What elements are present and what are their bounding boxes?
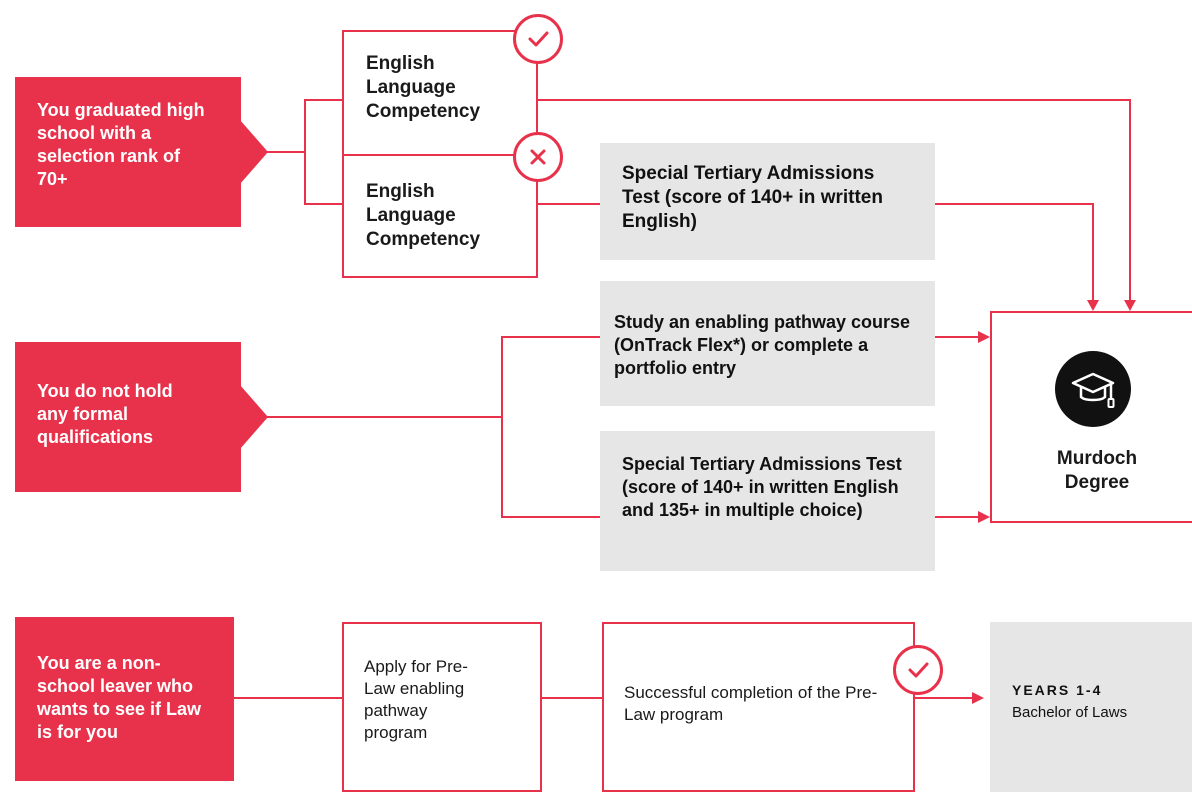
check-icon	[893, 645, 943, 695]
cross-icon	[513, 132, 563, 182]
complete-prelaw-label: Successful completion of the Pre-Law pro…	[624, 683, 878, 724]
stat-full-box: Special Tertiary Admissions Test (score …	[600, 431, 935, 571]
elc-pass-label: English Language Competency	[366, 53, 481, 122]
apply-prelaw-label: Apply for Pre-Law enabling pathway progr…	[364, 657, 468, 742]
elc-fail-label: English Language Competency	[366, 181, 481, 250]
row-no-quals-text: You do not hold any formal qualification…	[37, 381, 173, 447]
stat-written-box: Special Tertiary Admissions Test (score …	[600, 143, 935, 260]
complete-prelaw-box: Successful completion of the Pre-Law pro…	[602, 622, 915, 792]
graduation-cap-icon	[1055, 351, 1131, 427]
elc-pass-box: English Language Competency	[342, 30, 538, 170]
murdoch-degree-box: Murdoch Degree	[990, 311, 1192, 523]
years-label: YEARS 1-4	[1012, 682, 1103, 698]
check-icon	[513, 14, 563, 64]
bachelor-box: YEARS 1-4 Bachelor of Laws	[990, 622, 1192, 792]
apply-prelaw-box: Apply for Pre-Law enabling pathway progr…	[342, 622, 542, 792]
row-no-quals: You do not hold any formal qualification…	[15, 342, 241, 492]
row-non-school-text: You are a non-school leaver who wants to…	[37, 653, 202, 742]
bachelor-label: Bachelor of Laws	[1012, 704, 1128, 721]
stat-written-label: Special Tertiary Admissions Test (score …	[622, 163, 883, 232]
murdoch-degree-label: Murdoch Degree	[1056, 448, 1138, 493]
elc-fail-box: English Language Competency	[342, 154, 538, 278]
row-graduated: You graduated high school with a selecti…	[15, 77, 241, 227]
row-non-school: You are a non-school leaver who wants to…	[15, 617, 234, 781]
row-graduated-text: You graduated high school with a selecti…	[37, 100, 205, 189]
enabling-label: Study an enabling pathway course (OnTrac…	[614, 312, 911, 378]
stat-full-label: Special Tertiary Admissions Test (score …	[622, 454, 902, 520]
enabling-box: Study an enabling pathway course (OnTrac…	[600, 281, 935, 406]
